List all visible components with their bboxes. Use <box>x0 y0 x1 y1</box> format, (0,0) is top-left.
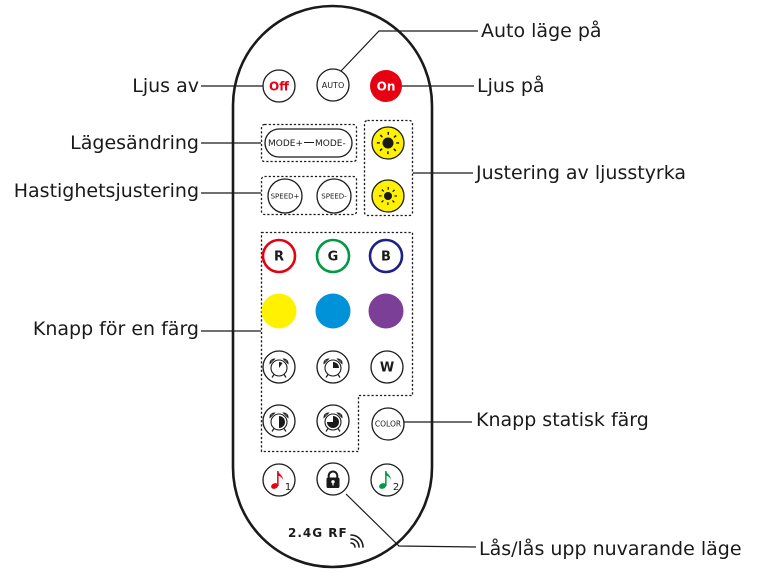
music-2-button: 2 <box>370 463 404 497</box>
callout-brightness-adjust: Justering av ljusstyrka <box>413 162 686 184</box>
speed-plus-label: SPEED+ <box>271 193 300 201</box>
music-note-icon <box>379 471 391 489</box>
padlock-icon <box>326 470 340 488</box>
blue-ring <box>368 238 404 274</box>
color-button-outline <box>371 407 405 441</box>
speed-plus-outline <box>267 178 303 214</box>
on-label: On <box>377 79 396 93</box>
sun-core <box>384 192 392 200</box>
red-label: R <box>274 250 284 265</box>
sun-core <box>382 137 394 149</box>
callout-auto-mode-on-label: Auto läge på <box>481 19 602 42</box>
red-ring <box>261 238 297 274</box>
mode-button: MODE+ MODE- <box>264 128 353 158</box>
callout-speed-adjust-label: Hastighetsjustering <box>14 180 199 202</box>
callout-light-off: Ljus av <box>132 75 263 97</box>
music-2-label: 2 <box>393 482 399 493</box>
callout-speed-adjust: Hastighetsjustering <box>14 180 261 202</box>
mode-minus-label: MODE- <box>315 139 346 149</box>
green-ring <box>315 238 351 274</box>
music-note-icon <box>271 471 283 489</box>
timer-button-4 <box>316 404 350 438</box>
sun-icon <box>379 187 397 205</box>
signal-icon <box>350 534 364 548</box>
rf-label: 2.4G RF <box>288 526 348 540</box>
alarm-clock-icon <box>323 412 343 432</box>
music-1-button: 1 <box>262 463 296 497</box>
color-group-frame <box>260 231 414 453</box>
callout-light-off-label: Ljus av <box>132 75 199 97</box>
color-button: COLOR <box>371 407 405 441</box>
off-label: Off <box>269 79 289 93</box>
brightness-down-button <box>371 179 405 213</box>
music-1-outline <box>262 463 296 497</box>
off-button-outline <box>262 69 296 103</box>
callout-auto-mode-on: Auto läge på <box>340 19 602 72</box>
blue-label: B <box>381 250 391 265</box>
speed-minus-button: SPEED- <box>316 178 352 214</box>
speed-minus-outline <box>316 178 352 214</box>
sun-rays <box>379 187 397 205</box>
yellow-color-button <box>261 293 297 329</box>
leader-line <box>345 493 477 548</box>
light-blue-color-button <box>315 293 351 329</box>
callout-static-color-label: Knapp statisk färg <box>476 409 649 431</box>
alarm-clock-icon <box>269 412 289 432</box>
callout-mode-change-label: Lägesändring <box>70 132 199 154</box>
blue-button: B <box>368 238 404 274</box>
speed-minus-label: SPEED- <box>321 193 347 201</box>
music-1-label: 1 <box>285 482 291 493</box>
callout-mode-change: Lägesändring <box>70 132 261 154</box>
timer-button-3 <box>262 404 296 438</box>
callout-single-color: Knapp för en färg <box>33 318 261 340</box>
callout-light-on-label: Ljus på <box>477 74 545 97</box>
lock-button <box>316 462 350 496</box>
mode-group-frame <box>260 123 358 163</box>
alarm-clock-icon <box>323 358 343 378</box>
on-button-fill <box>370 70 402 102</box>
white-button-outline <box>370 350 404 384</box>
leader-line <box>340 30 478 72</box>
off-button: Off <box>262 69 296 103</box>
callout-lock-unlock-mode-label: Lås/lås upp nuvarande läge <box>479 537 742 560</box>
callout-light-on: Ljus på <box>402 74 545 97</box>
speed-group-frame <box>260 175 358 216</box>
red-button: R <box>261 238 297 274</box>
on-button: On <box>370 70 402 102</box>
music-2-outline <box>370 463 404 497</box>
green-button: G <box>315 238 351 274</box>
mode-plus-label: MODE+ <box>268 139 303 149</box>
purple-color-button <box>368 293 404 329</box>
alarm-clock-icon <box>269 358 289 378</box>
green-label: G <box>328 250 339 265</box>
color-label: COLOR <box>375 420 401 429</box>
brightness-up-button <box>371 126 405 160</box>
speed-plus-button: SPEED+ <box>267 178 303 214</box>
timer-button-2 <box>316 350 350 384</box>
callout-static-color: Knapp statisk färg <box>404 409 649 431</box>
auto-button-outline <box>316 68 350 102</box>
timer-button-1 <box>262 350 296 384</box>
auto-label: AUTO <box>322 81 345 90</box>
callout-single-color-label: Knapp för en färg <box>33 318 199 340</box>
callout-brightness-adjust-label: Justering av ljusstyrka <box>475 162 686 184</box>
callout-lock-unlock-mode: Lås/lås upp nuvarande läge <box>345 493 742 560</box>
white-button: W <box>370 350 404 384</box>
brightness-group-frame <box>363 119 414 217</box>
white-label: W <box>380 361 394 376</box>
auto-button: AUTO <box>316 68 350 102</box>
